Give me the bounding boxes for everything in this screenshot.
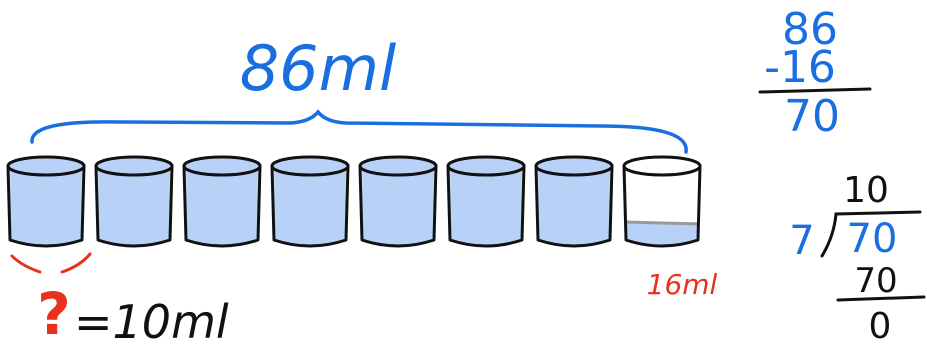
cup-water bbox=[450, 166, 522, 245]
division-bracket bbox=[820, 210, 922, 258]
cup-rim bbox=[446, 155, 526, 177]
division-product: 70 bbox=[854, 261, 897, 301]
total-label: 86ml bbox=[240, 32, 397, 105]
cup-water bbox=[10, 166, 82, 245]
division-remainder: 0 bbox=[869, 306, 892, 347]
cup-water bbox=[362, 166, 434, 245]
cup-rim bbox=[622, 155, 702, 177]
cups-row bbox=[6, 155, 702, 248]
cup-water bbox=[274, 166, 346, 245]
division-divisor: 7 bbox=[789, 218, 814, 264]
water-level-line bbox=[625, 220, 699, 226]
subtraction-subtrahend: -16 bbox=[764, 42, 836, 93]
cup-rim bbox=[270, 155, 350, 177]
division-rule bbox=[836, 295, 926, 302]
full-cup bbox=[270, 155, 350, 248]
cup-outline bbox=[182, 165, 262, 248]
cup-water bbox=[98, 166, 170, 245]
full-cup bbox=[182, 155, 262, 248]
full-cup bbox=[6, 155, 86, 248]
division-dividend: 70 bbox=[847, 216, 898, 262]
subtraction-result: 70 bbox=[784, 91, 840, 142]
unknown-question-mark: ? bbox=[37, 280, 71, 348]
unknown-bracket bbox=[10, 252, 92, 274]
cup-rim bbox=[358, 155, 438, 177]
cup-outline bbox=[270, 165, 350, 248]
subtraction-minuend: 86 bbox=[782, 4, 838, 55]
full-cup bbox=[358, 155, 438, 248]
full-cup bbox=[534, 155, 614, 248]
cup-outline bbox=[358, 165, 438, 248]
cup-rim bbox=[534, 155, 614, 177]
cup-rim bbox=[182, 155, 262, 177]
cup-outline bbox=[6, 165, 86, 248]
subtraction-rule bbox=[758, 87, 872, 94]
cup-rim bbox=[94, 155, 174, 177]
cup-outline bbox=[622, 165, 702, 248]
total-brace bbox=[30, 109, 688, 154]
full-cup bbox=[446, 155, 526, 248]
division-quotient: 10 bbox=[843, 170, 889, 211]
cup-water bbox=[538, 166, 610, 245]
cup-outline bbox=[94, 165, 174, 248]
cup-water bbox=[626, 222, 698, 245]
cup-outline bbox=[534, 165, 614, 248]
cup-water bbox=[186, 166, 258, 245]
cup-outline bbox=[446, 165, 526, 248]
partial-cup bbox=[622, 155, 702, 248]
full-cup bbox=[94, 155, 174, 248]
unknown-equation: =10ml bbox=[74, 295, 229, 349]
cup-rim bbox=[6, 155, 86, 177]
partial-cup-label: 16ml bbox=[647, 268, 718, 301]
